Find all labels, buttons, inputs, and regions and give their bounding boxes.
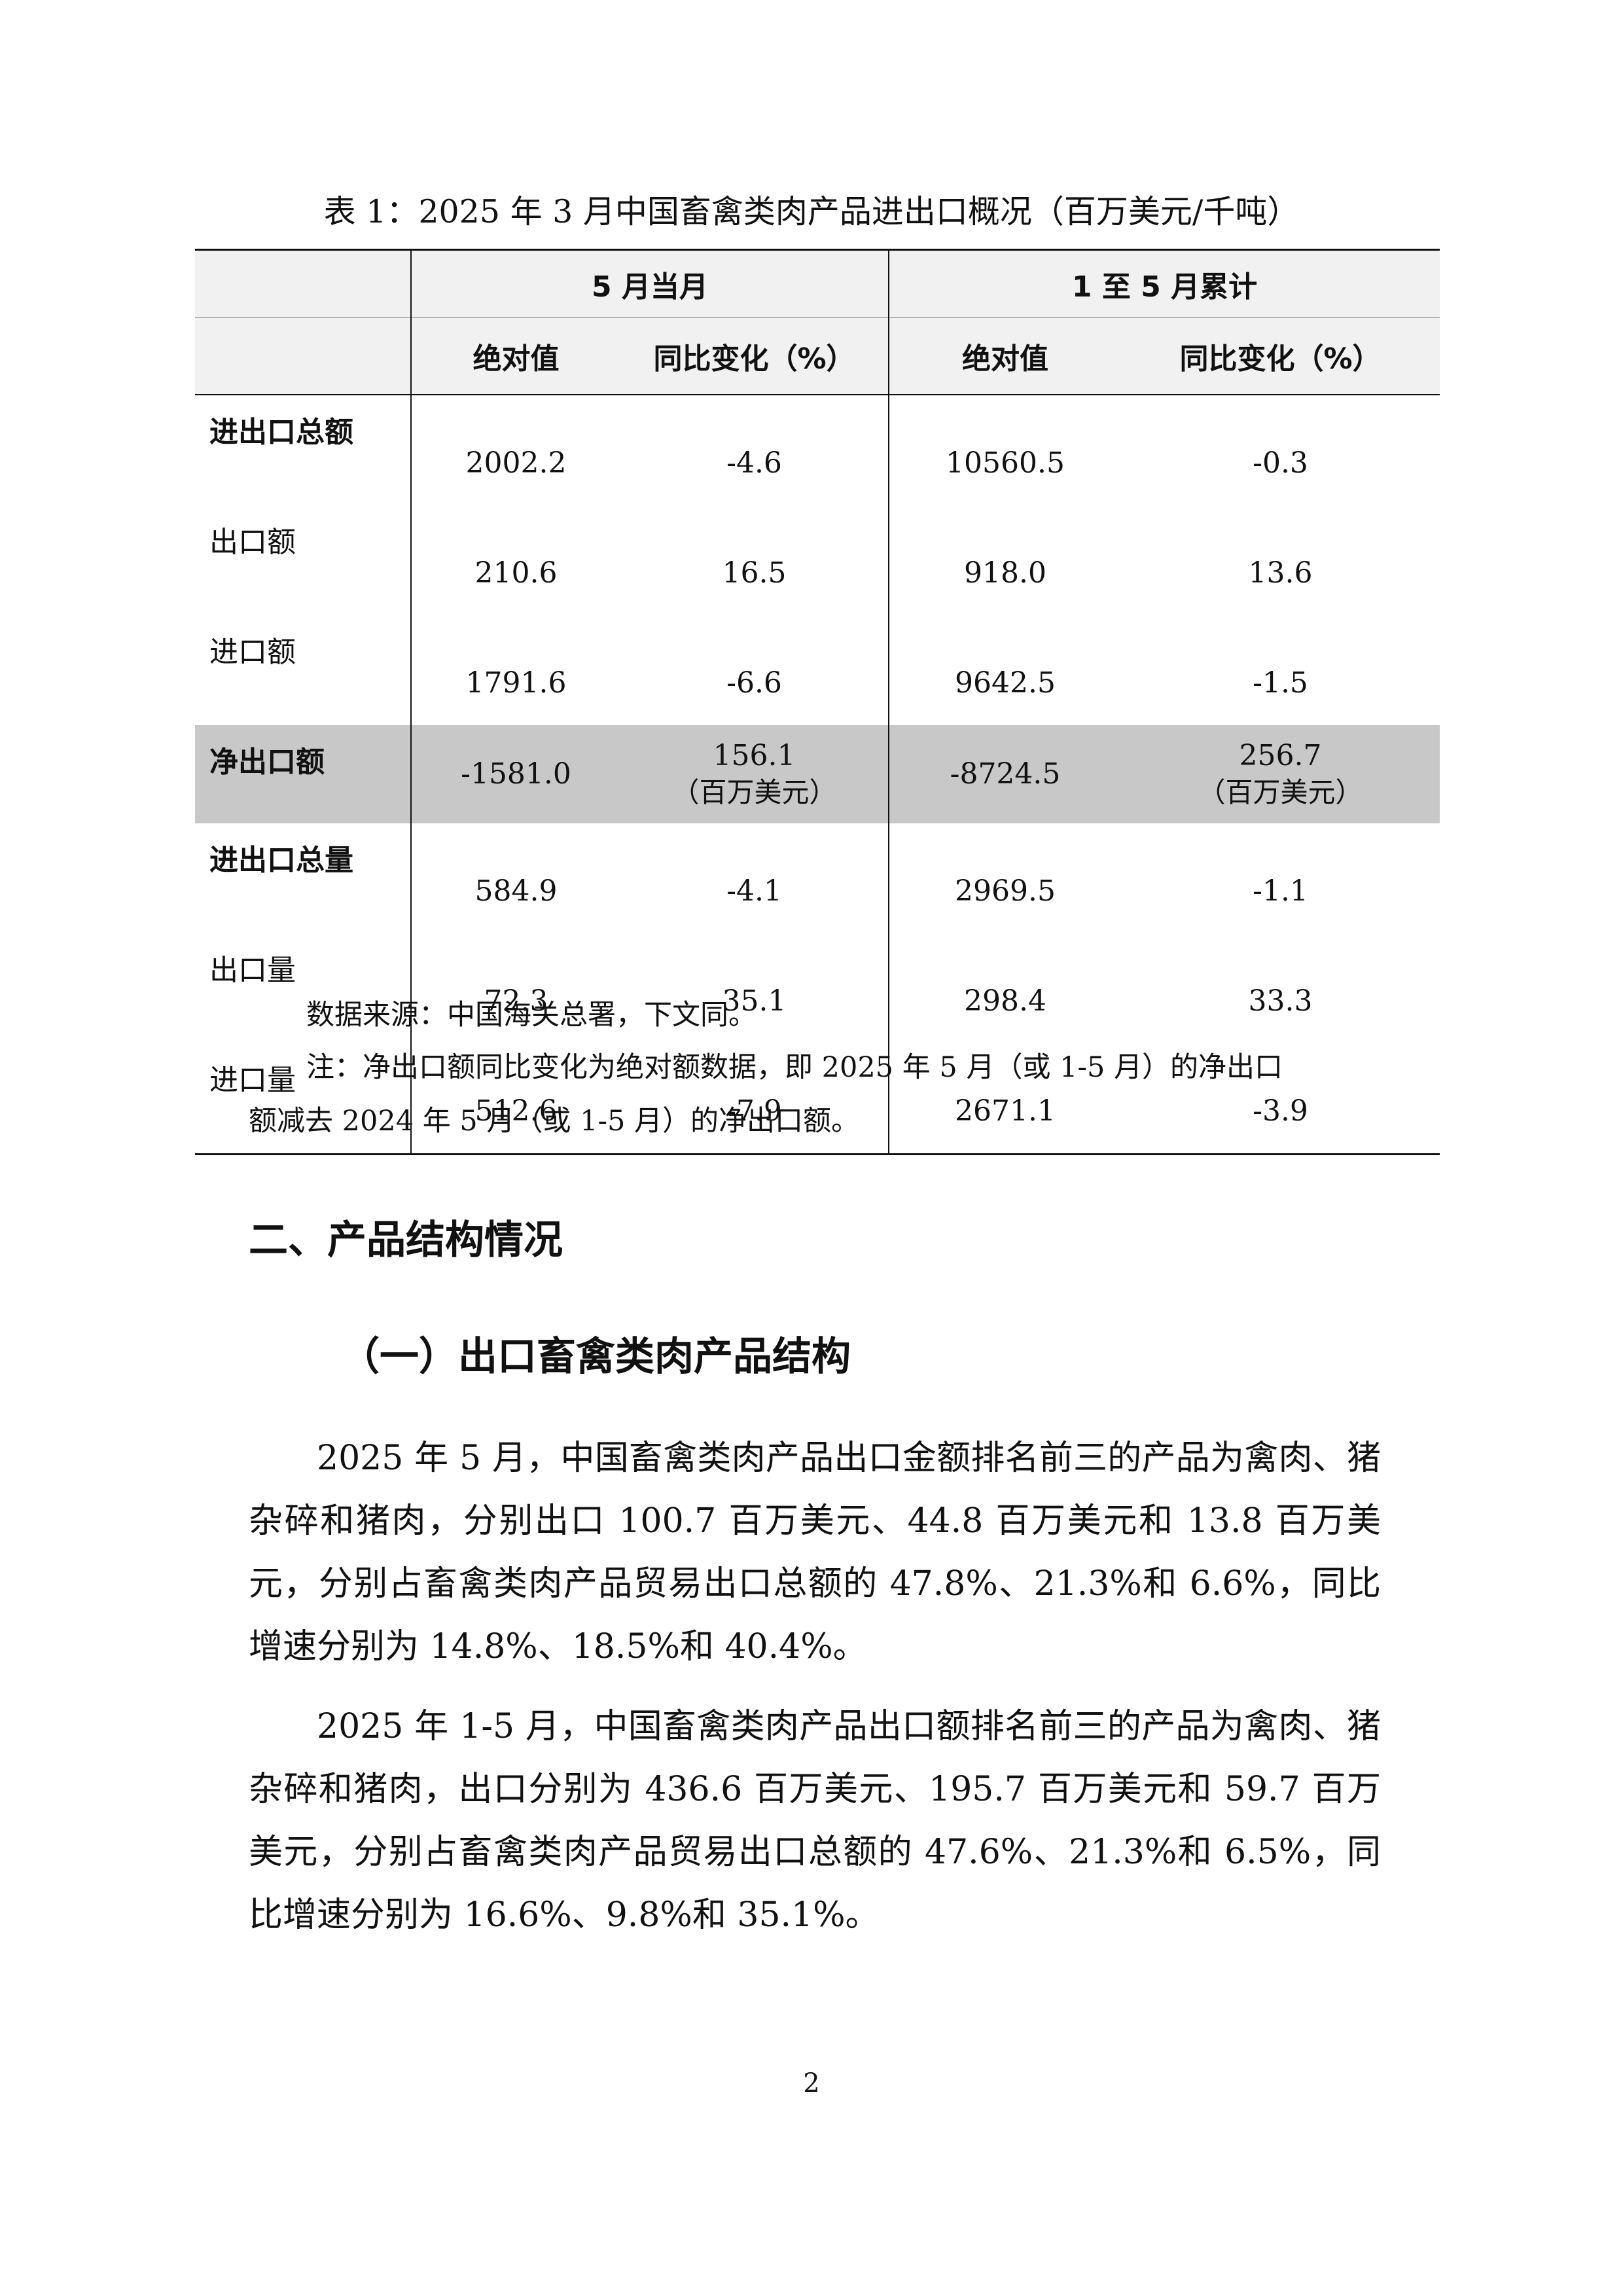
data-source-note: 数据来源：中国海关总署，下文同。 <box>306 999 757 1031</box>
body-paragraph-may: 2025 年 5 月，中国畜禽类肉产品出口金额排名前三的产品为禽肉、猪杂碎和猪肉… <box>249 1439 1381 1666</box>
table-cell: -8724.5 <box>889 725 1121 823</box>
header-month: 5 月当月 <box>411 249 889 318</box>
table-cell: -1581.0 <box>411 725 620 823</box>
row-label: 出口量 <box>195 933 412 1043</box>
header-absolute-value: 绝对值 <box>411 317 620 395</box>
table-cell: 2671.1 <box>889 1043 1121 1155</box>
footnote-line-2: 额减去 2024 年 5 月（或 1-5 月）的净出口额。 <box>249 1105 860 1138</box>
body-paragraph-jan-may: 2025 年 1-5 月，中国畜禽类肉产品出口额排名前三的产品为禽肉、猪杂碎和猪… <box>249 1707 1381 1935</box>
table-cell: -1.5 <box>1253 666 1308 700</box>
table-row-export-volume: 出口量 72.3 35.1 298.4 33.3 <box>195 933 1440 1043</box>
table-row-import-volume: 进口量 512.6 -7.9 2671.1 -3.9 <box>195 1043 1440 1155</box>
header-cumulative: 1 至 5 月累计 <box>889 249 1440 318</box>
row-label: 净出口额 <box>195 725 412 823</box>
header-yoy-change: 同比变化（%） <box>620 317 889 395</box>
row-label: 进出口总量 <box>195 823 412 933</box>
table-cell: 210.6 <box>474 556 558 590</box>
table-row-total-trade: 进出口总额 2002.2 -4.6 10560.5 -0.3 <box>195 395 1440 505</box>
table-cell: 918.0 <box>964 556 1046 590</box>
table-cell: -6.6 <box>620 615 889 725</box>
cell-value: 156.1 <box>713 739 796 772</box>
table-cell: -1.1 <box>1253 874 1308 908</box>
trade-summary-table: 5 月当月 1 至 5 月累计 绝对值 同比变化（%） 绝对值 同比变化（%） … <box>195 249 1440 1155</box>
table-row-total-volume: 进出口总量 584.9 -4.1 2969.5 -1.1 <box>195 823 1440 933</box>
table-cell: 298.4 <box>964 984 1046 1018</box>
table-cell: 33.3 <box>1248 984 1313 1018</box>
table-caption: 表 1：2025 年 3 月中国畜禽类肉产品进出口概况（百万美元/千吨） <box>323 193 1300 230</box>
page-number: 2 <box>803 2068 820 2098</box>
table-cell: 512.6 <box>411 1043 620 1155</box>
table-cell: 156.1 （百万美元） <box>620 725 889 823</box>
table-cell: -3.9 <box>1121 1043 1440 1155</box>
table-cell: 1791.6 <box>465 666 567 700</box>
table-cell: 584.9 <box>474 874 558 908</box>
header-yoy-change: 同比变化（%） <box>1121 317 1440 395</box>
table-cell: 35.1 <box>620 933 889 1043</box>
header-empty-cell <box>195 317 412 395</box>
table-cell: 10560.5 <box>946 446 1065 480</box>
table-cell: 16.5 <box>620 505 889 615</box>
table-cell: 13.6 <box>1248 556 1313 590</box>
row-label: 出口额 <box>195 505 412 615</box>
table-cell: 256.7 （百万美元） <box>1121 725 1440 823</box>
header-empty-cell <box>195 249 412 318</box>
table-cell: 2969.5 <box>955 874 1056 908</box>
table-cell: -0.3 <box>1253 446 1308 480</box>
table-row-exports: 出口额 210.6 16.5 918.0 13.6 <box>195 505 1440 615</box>
row-label: 进口额 <box>195 615 412 725</box>
table-cell: 2002.2 <box>465 446 567 480</box>
table-group-header-row: 5 月当月 1 至 5 月累计 <box>195 249 1440 318</box>
section-heading: 二、产品结构情况 <box>249 1217 563 1263</box>
row-label: 进出口总额 <box>195 395 412 505</box>
table-cell: 72.3 <box>484 984 548 1018</box>
table-row-imports: 进口额 1791.6 -6.6 9642.5 -1.5 <box>195 615 1440 725</box>
cell-value: 256.7 <box>1239 739 1322 772</box>
table-cell: -4.6 <box>620 395 889 505</box>
cell-unit: （百万美元） <box>1198 776 1363 808</box>
table-cell: -7.9 <box>620 1043 889 1155</box>
row-label: 进口量 <box>195 1043 412 1155</box>
table-sub-header-row: 绝对值 同比变化（%） 绝对值 同比变化（%） <box>195 317 1440 395</box>
header-absolute-value: 绝对值 <box>889 317 1121 395</box>
subsection-heading: （一）出口畜禽类肉产品结构 <box>340 1334 851 1380</box>
table-row-net-exports: 净出口额 -1581.0 156.1 （百万美元） -8724.5 256.7 … <box>195 725 1440 823</box>
footnote-line-1: 注：净出口额同比变化为绝对额数据，即 2025 年 5 月（或 1-5 月）的净… <box>306 1051 1283 1084</box>
cell-unit: （百万美元） <box>671 776 837 808</box>
table-cell: 9642.5 <box>955 666 1056 700</box>
table-cell: -4.1 <box>620 823 889 933</box>
